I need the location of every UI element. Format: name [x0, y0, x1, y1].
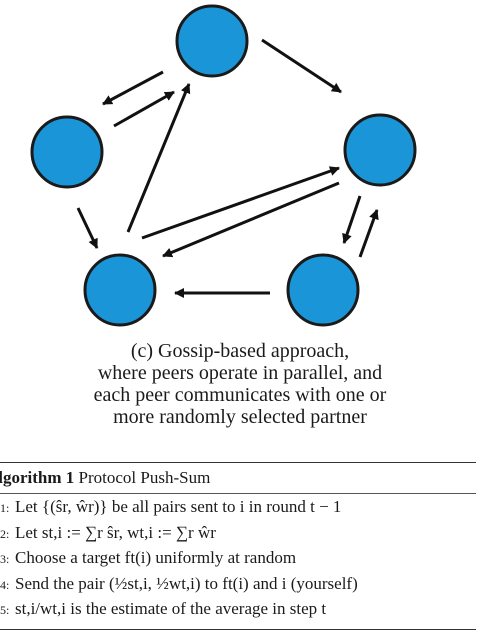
step-text: Let st,i := ∑r ŝr, wt,i := ∑r ŵr: [15, 522, 216, 542]
algorithm-box: Algorithm 1 Protocol Push-Sum 1: Let {(ŝ…: [0, 462, 476, 630]
algorithm-step: 4: Send the pair (½st,i, ½wt,i) to ft(i)…: [0, 574, 476, 600]
peer-node-bottom-right: [286, 253, 360, 327]
caption-line-4: more randomly selected partner: [113, 406, 367, 428]
algorithm-top-rule: [0, 462, 476, 463]
algorithm-bottom-rule: [0, 628, 476, 630]
step-text: Send the pair (½st,i, ½wt,i) to ft(i) an…: [15, 573, 358, 593]
step-number: 1:: [0, 501, 10, 515]
step-text: Choose a target ft(i) uniformly at rando…: [15, 548, 297, 567]
peers: [30, 4, 417, 327]
caption-line-1: (c) Gossip-based approach,: [130, 340, 350, 362]
algorithm-steps: 1: Let {(ŝr, ŵr)} be all pairs sent to i…: [0, 494, 476, 625]
arrows: [76, 38, 379, 298]
gossip-diagram: [30, 4, 417, 327]
peer-node-bottom-left: [83, 253, 157, 327]
algorithm-step: 5: st,i/wt,i is the estimate of the aver…: [0, 599, 476, 625]
arrow-top-to-left: [102, 70, 164, 106]
arrow-bottomleft-to-right: [141, 166, 340, 240]
algorithm-step: 1: Let {(ŝr, ŵr)} be all pairs sent to i…: [0, 497, 476, 523]
algorithm-step: 3: Choose a target ft(i) uniformly at ra…: [0, 548, 476, 574]
algorithm-title: Protocol Push-Sum: [78, 468, 211, 487]
algorithm-label: Algorithm 1: [0, 468, 75, 487]
arrow-bottomright-to-right: [358, 209, 379, 258]
arrow-bottomleft-to-top: [126, 83, 191, 233]
peer-node-left: [30, 115, 104, 189]
caption-line-3: each peer communicates with one or: [93, 384, 387, 406]
arrow-left-to-bottomleft: [76, 207, 99, 249]
step-number: 3:: [0, 552, 10, 566]
peer-node-right: [343, 113, 417, 187]
step-text: Let {(ŝr, ŵr)} be all pairs sent to i in…: [15, 497, 342, 516]
step-number: 2:: [0, 526, 10, 541]
figure-caption: (c) Gossip-based approach, where peers o…: [0, 340, 480, 428]
step-number: 5:: [0, 603, 10, 617]
caption-line-2: where peers operate in parallel, and: [97, 362, 383, 384]
step-number: 4:: [0, 577, 10, 592]
arrow-right-to-bottomleft: [162, 181, 340, 258]
algorithm-header: Algorithm 1 Protocol Push-Sum: [0, 463, 476, 494]
arrow-right-to-bottomright: [342, 195, 362, 244]
algorithm-step: 2: Let st,i := ∑r ŝr, wt,i := ∑r ŵr: [0, 523, 476, 549]
peer-node-top: [175, 4, 249, 78]
arrow-left-to-top: [113, 90, 175, 128]
step-text: st,i/wt,i is the estimate of the average…: [15, 599, 327, 618]
arrow-top-to-right: [261, 38, 342, 94]
